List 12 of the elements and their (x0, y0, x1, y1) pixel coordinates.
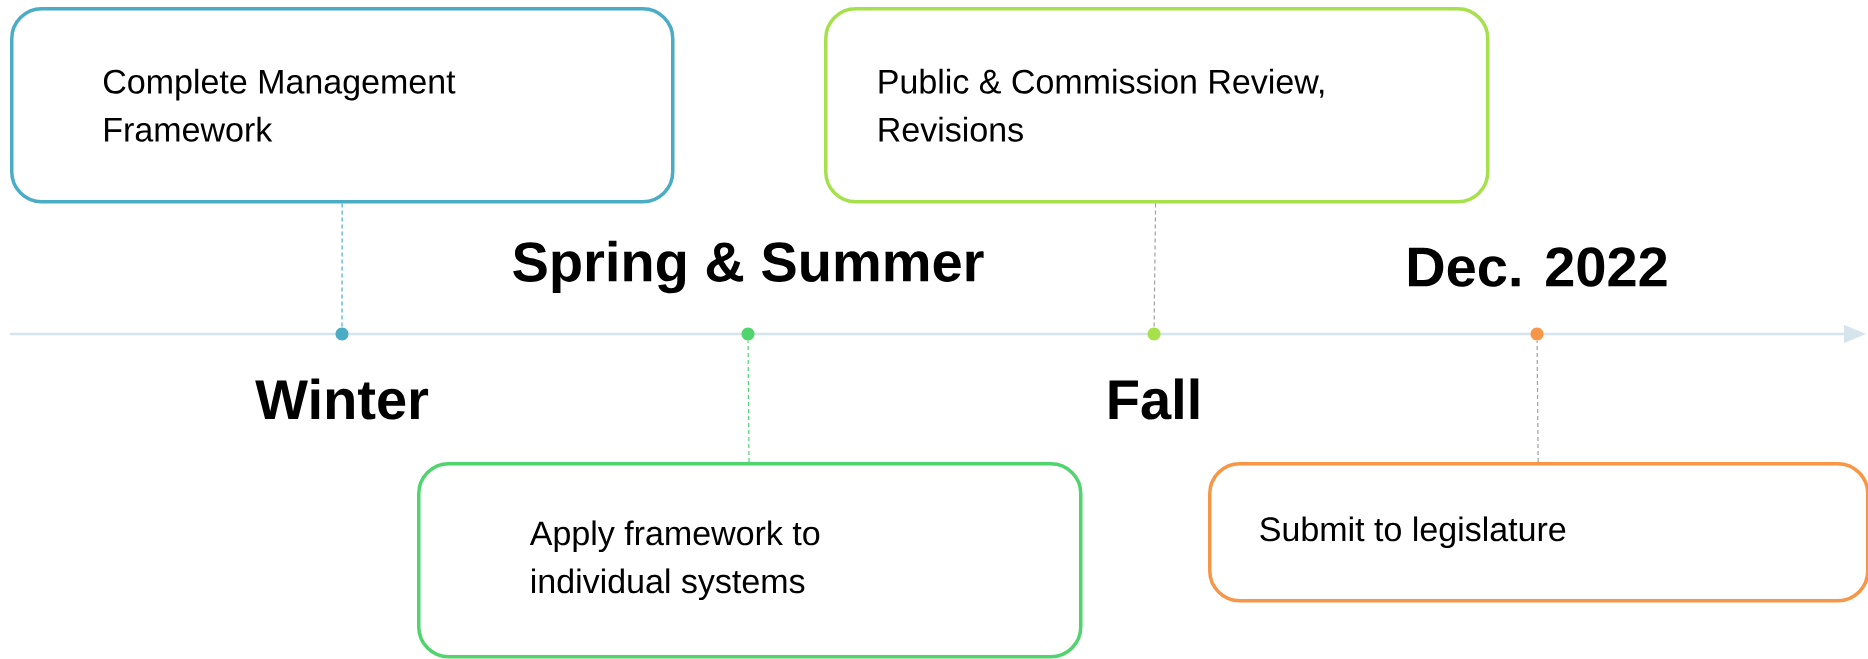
step-box: Submit to legislature (1208, 462, 1868, 603)
step-box: Complete Management Framework (10, 7, 675, 204)
period-label: Winter (255, 378, 429, 420)
period-label: Dec. 2022 (1408, 247, 1667, 287)
leader-line (341, 202, 343, 328)
step-box: Public & Commission Review, Revisions (824, 7, 1490, 204)
period-label: Spring & Summer (513, 240, 984, 294)
leader-line (1536, 340, 1539, 463)
period-label: Fall (1109, 378, 1199, 420)
leader-line (1153, 202, 1157, 328)
step-box: Apply framework to individual systems (417, 462, 1083, 659)
leader-line (747, 340, 750, 463)
